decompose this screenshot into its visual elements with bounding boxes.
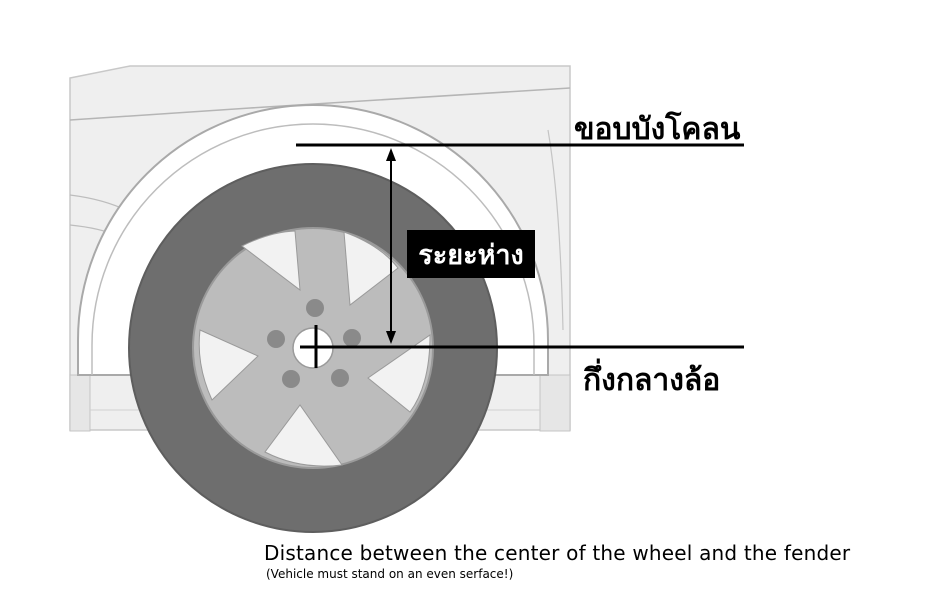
- distance-arrow: [386, 148, 396, 344]
- fender-edge-label: ขอบบังโคลน: [574, 112, 741, 147]
- caption-note: (Vehicle must stand on an even serface!): [266, 567, 514, 581]
- distance-label: ระยะห่าง: [407, 230, 535, 278]
- wheel-center-label: กึ่งกลางล้อ: [583, 363, 721, 398]
- caption-main: Distance between the center of the wheel…: [264, 541, 851, 565]
